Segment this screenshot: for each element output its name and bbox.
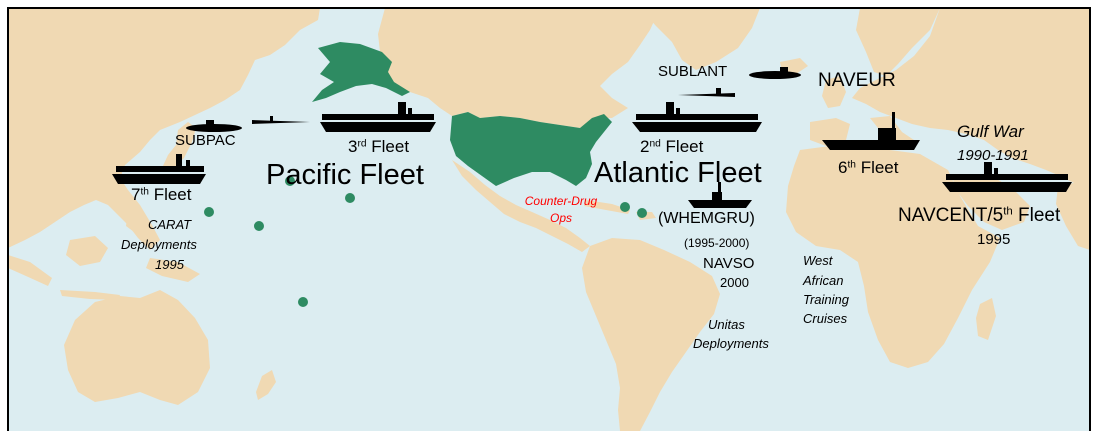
submarine-icon bbox=[749, 67, 801, 79]
landmass-canada bbox=[372, 8, 660, 128]
deployment-dots bbox=[204, 176, 647, 307]
landmass-new-zealand bbox=[256, 370, 276, 400]
label-west-african-line1: West bbox=[803, 253, 833, 268]
label-7th-fleet: 7th Fleet bbox=[131, 185, 192, 204]
label-whemgru-years: (1995-2000) bbox=[684, 236, 750, 250]
map-frame bbox=[7, 7, 1091, 431]
label-west-african-line4: Cruises bbox=[803, 311, 848, 326]
deployment-dot bbox=[254, 221, 264, 231]
landmass-iberia bbox=[810, 118, 850, 146]
label-3rd-fleet: 3rd Fleet bbox=[348, 137, 410, 156]
aircraft-carrier-icon bbox=[942, 162, 1072, 192]
label-whemgru: (WHEMGRU) bbox=[658, 210, 755, 227]
label-navcent: NAVCENT/5th Fleet bbox=[898, 205, 1061, 226]
landmass-asia bbox=[8, 8, 320, 250]
label-west-african-line3: Training bbox=[803, 292, 850, 307]
submarine-icon bbox=[252, 116, 310, 124]
deployment-dot bbox=[298, 297, 308, 307]
label-pacific-fleet: Pacific Fleet bbox=[266, 159, 424, 191]
label-counter-drug-line2: Ops bbox=[549, 211, 572, 225]
label-atlantic-fleet: Atlantic Fleet bbox=[594, 157, 762, 189]
label-sublant: SUBLANT bbox=[658, 63, 728, 80]
label-gulf-war-years: 1990-1991 bbox=[957, 147, 1029, 164]
ship-silhouettes bbox=[112, 67, 1072, 208]
landmass-scandinavia bbox=[856, 8, 940, 76]
label-unitas-line1: Unitas bbox=[708, 317, 745, 332]
landmass-australia bbox=[64, 290, 210, 405]
landmass-cuba bbox=[584, 200, 630, 214]
landmass-india bbox=[1056, 180, 1090, 250]
aircraft-carrier-icon bbox=[632, 102, 762, 132]
label-carat-line2: Deployments bbox=[121, 237, 197, 252]
landmass-new-guinea bbox=[146, 258, 200, 282]
label-navcent-year: 1995 bbox=[977, 231, 1011, 248]
destroyer-icon bbox=[822, 112, 920, 150]
landmass-japan bbox=[162, 122, 196, 170]
landmass-south-america bbox=[582, 238, 720, 431]
deployment-dot bbox=[620, 202, 630, 212]
label-gulf-war: Gulf War bbox=[957, 122, 1024, 141]
landmass-mexico bbox=[452, 160, 590, 252]
aircraft-carrier-icon bbox=[320, 102, 436, 132]
landmass-eurasia-east bbox=[852, 8, 1090, 185]
submarine-icon bbox=[186, 120, 242, 132]
deployment-dot bbox=[285, 176, 295, 186]
landmass-greenland bbox=[640, 8, 760, 70]
landmass-philippines bbox=[126, 206, 140, 232]
landmass-madagascar bbox=[976, 298, 996, 340]
label-unitas-line2: Deployments bbox=[693, 336, 769, 351]
label-naveur: NAVEUR bbox=[818, 70, 896, 91]
deployment-dot bbox=[345, 193, 355, 203]
label-2nd-fleet: 2nd Fleet bbox=[640, 137, 704, 156]
destroyer-icon bbox=[688, 182, 752, 208]
label-carat-line1: CARAT bbox=[148, 217, 192, 232]
landmass-borneo bbox=[66, 236, 108, 266]
label-carat-line3: 1995 bbox=[155, 257, 184, 272]
landmass-indonesia-chain bbox=[60, 290, 120, 300]
label-navso: NAVSO bbox=[703, 255, 755, 272]
label-6th-fleet: 6th Fleet bbox=[838, 158, 899, 177]
alaska-highlight bbox=[312, 42, 410, 102]
submarine-icon bbox=[678, 88, 735, 97]
label-counter-drug-line1: Counter-Drug bbox=[524, 194, 598, 208]
label-navso-year: 2000 bbox=[720, 275, 749, 290]
landmass-africa bbox=[786, 146, 1000, 368]
landmass-sumatra bbox=[8, 255, 52, 286]
label-subpac: SUBPAC bbox=[175, 132, 236, 149]
usa-highlight bbox=[450, 112, 612, 186]
deployment-dot bbox=[204, 207, 214, 217]
label-west-african-line2: African bbox=[803, 273, 844, 288]
aircraft-carrier-icon bbox=[112, 154, 206, 184]
landmass-britain bbox=[822, 76, 846, 108]
deployment-dot bbox=[637, 208, 647, 218]
